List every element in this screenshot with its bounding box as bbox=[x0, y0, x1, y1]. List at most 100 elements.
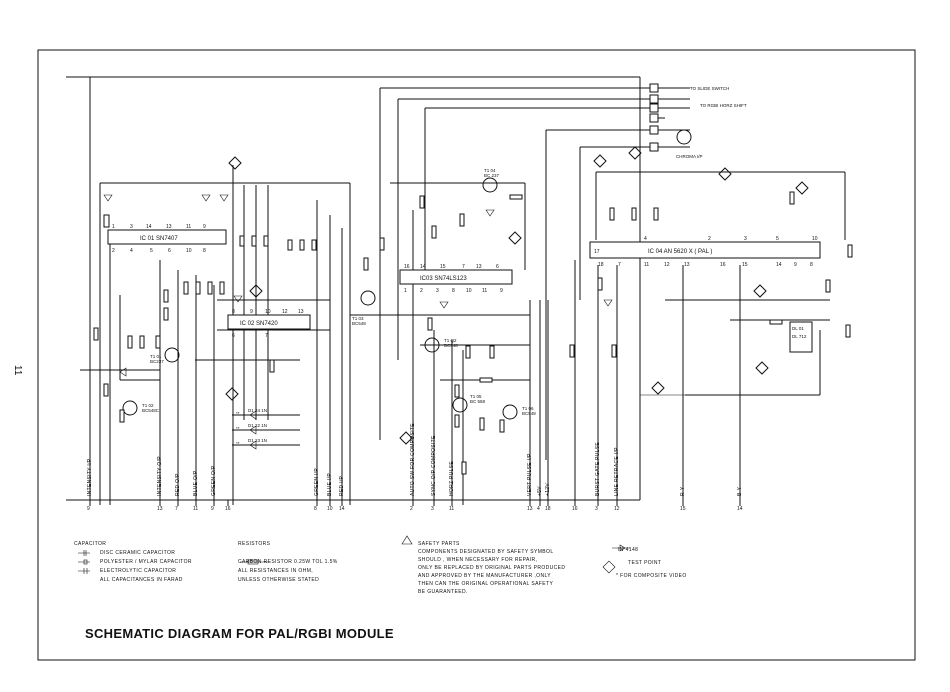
legend-safety-line5: THEN CAN THE ORIGINAL OPERATIONAL SAFETY bbox=[418, 581, 554, 587]
ic03-label: IC03 SN74LS123 bbox=[420, 276, 467, 282]
svg-text:DL 01: DL 01 bbox=[792, 326, 804, 331]
connector-pin-burst: 3 bbox=[595, 506, 598, 512]
legend-composite-note: * FOR COMPOSITE VIDEO bbox=[616, 573, 687, 579]
page-title: SCHEMATIC DIAGRAM FOR PAL/RGBI MODULE bbox=[85, 626, 394, 641]
connector-pin-blue_op: 11 bbox=[193, 506, 199, 512]
svg-text:D1 24 1N: D1 24 1N bbox=[248, 408, 267, 413]
svg-text:T1 Q2: T1 Q2 bbox=[444, 338, 457, 343]
svg-text:T1 01: T1 01 bbox=[150, 354, 162, 359]
svg-text:5: 5 bbox=[150, 248, 153, 254]
connector-label-line_retrace: LINE RETRACE I/P bbox=[614, 447, 620, 496]
legend-symbols bbox=[78, 535, 630, 574]
svg-text:9: 9 bbox=[794, 262, 797, 268]
svg-text:10: 10 bbox=[466, 288, 472, 294]
legend-safety-heading: SAFETY PARTS bbox=[418, 541, 460, 547]
legend-res-carbon: CARBON RESISTOR 0.25W TOL 1.5% bbox=[238, 559, 338, 565]
connector-pin-green_ip: 8 bbox=[314, 506, 317, 512]
svg-text:T1 03: T1 03 bbox=[352, 316, 364, 321]
slide-switch-label: TO SLIDE SWITCH bbox=[690, 86, 729, 91]
svg-text:13: 13 bbox=[476, 264, 482, 270]
svg-text:6: 6 bbox=[232, 333, 235, 339]
ic04-label: IC 04 AN 5620 X ( PAL ) bbox=[648, 249, 712, 255]
ic02-label: IC 02 SN7420 bbox=[240, 321, 278, 327]
connector-pin-int_out: 13 bbox=[157, 506, 163, 512]
svg-text:13: 13 bbox=[298, 309, 304, 315]
svg-text:10: 10 bbox=[186, 248, 192, 254]
legend-safety-line6: BE GUARANTEED. bbox=[418, 589, 468, 595]
svg-text:1: 1 bbox=[112, 224, 115, 230]
svg-text:8: 8 bbox=[810, 262, 813, 268]
svg-text:1: 1 bbox=[404, 288, 407, 294]
ic01-label: IC 01 SN7407 bbox=[140, 236, 178, 242]
connector-pin-vert_pulse: 13 bbox=[527, 506, 533, 512]
legend-test-point: TEST POINT bbox=[628, 560, 662, 566]
connector-pin-composite: 2 bbox=[410, 506, 413, 512]
connector-label-intensity: INTENSITY I/P bbox=[87, 458, 93, 496]
svg-text:8: 8 bbox=[232, 309, 235, 315]
connector-pin-plus12: 18 bbox=[545, 506, 551, 512]
svg-text:9: 9 bbox=[500, 288, 503, 294]
connector-pin-green_op: 9 bbox=[211, 506, 214, 512]
legend-cap-disc: DISC CERAMIC CAPACITOR bbox=[100, 550, 176, 556]
svg-text:3: 3 bbox=[436, 288, 439, 294]
connector-label-blue_ip: BLUE I/P bbox=[327, 473, 333, 496]
svg-text:D1 23 1N: D1 23 1N bbox=[248, 438, 267, 443]
svg-text:14: 14 bbox=[146, 224, 152, 230]
svg-text:**: ** bbox=[236, 411, 240, 416]
wire-network bbox=[66, 76, 846, 505]
svg-text:11: 11 bbox=[186, 224, 191, 230]
svg-text:13: 13 bbox=[684, 262, 690, 268]
svg-text:18: 18 bbox=[598, 262, 604, 268]
legend-res-ohm: ALL RESISTANCES IN OHM, bbox=[238, 568, 314, 574]
svg-text:3: 3 bbox=[744, 236, 747, 242]
connector-label-red_op: RED O/P bbox=[175, 473, 181, 496]
svg-text:11: 11 bbox=[644, 262, 649, 268]
dl01: DL 01 DL 712 bbox=[789, 321, 813, 353]
connector-label-red_ip: RED I/P bbox=[339, 475, 345, 496]
switch-block: TO SLIDE SWITCH TO RGBI HORZ SHIFT CHROM… bbox=[649, 83, 747, 159]
svg-text:2: 2 bbox=[112, 248, 115, 254]
legend-cap-electro: ELECTROLYTIC CAPACITOR bbox=[100, 568, 177, 574]
svg-text:8: 8 bbox=[452, 288, 455, 294]
svg-text:4: 4 bbox=[130, 248, 133, 254]
legend-diode: IN 4148 bbox=[618, 547, 639, 553]
svg-text:8: 8 bbox=[203, 248, 206, 254]
svg-text:15: 15 bbox=[742, 262, 748, 268]
svg-text:7: 7 bbox=[265, 333, 268, 339]
svg-text:11: 11 bbox=[482, 288, 487, 294]
svg-text:14: 14 bbox=[776, 262, 782, 268]
connector-row bbox=[66, 499, 741, 506]
svg-text:DL 712: DL 712 bbox=[792, 334, 807, 339]
connector-label-by: B-Y bbox=[737, 486, 743, 496]
svg-text:15: 15 bbox=[440, 264, 446, 270]
connector-label-int_out: INTENSITY O/P bbox=[157, 456, 163, 496]
svg-text:16: 16 bbox=[720, 262, 726, 268]
svg-text:9: 9 bbox=[250, 309, 253, 315]
connector-pin-horz_pulse: 11 bbox=[449, 506, 455, 512]
legend-res-unless: UNLESS OTHERWISE STATED bbox=[238, 577, 320, 583]
connector-pin-plus5: 4 bbox=[537, 506, 540, 512]
svg-text:16: 16 bbox=[404, 264, 410, 270]
sheet-border bbox=[37, 49, 916, 661]
svg-text:10: 10 bbox=[265, 309, 271, 315]
svg-text:3: 3 bbox=[130, 224, 133, 230]
connector-label-sync_op: SYNC O/P COMPOSITE bbox=[431, 435, 437, 496]
connector-pin-by: 14 bbox=[737, 506, 743, 512]
connector-label-burst: BURST GATE PULSE bbox=[595, 441, 601, 496]
chroma-label: CHROMA I/P bbox=[676, 154, 703, 159]
svg-text:6: 6 bbox=[168, 248, 171, 254]
legend-safety-line4: AND APPROVED BY THE MANUFACTURER ,ONLY bbox=[418, 573, 552, 579]
svg-text:BC548: BC548 bbox=[352, 321, 366, 326]
connector-label-blue_op: BLUE O/P bbox=[193, 470, 199, 496]
svg-text:7: 7 bbox=[462, 264, 465, 270]
connector-label-composite: AUTO SW FOR COMPOSITE bbox=[410, 423, 416, 496]
legend-resistors: RESISTORS CARBON RESISTOR 0.25W TOL 1.5%… bbox=[238, 540, 338, 585]
svg-text:10: 10 bbox=[812, 236, 818, 242]
connector-pin-intensity: 9 bbox=[87, 506, 90, 512]
connector-pin-red_ip: 14 bbox=[339, 506, 345, 512]
legend-capacitor: CAPACITOR DISC CERAMIC CAPACITOR POLYEST… bbox=[74, 540, 192, 585]
connector-pin-red_op: 7 bbox=[175, 506, 178, 512]
connector-label-green_op: GREEN O/P bbox=[211, 465, 217, 496]
